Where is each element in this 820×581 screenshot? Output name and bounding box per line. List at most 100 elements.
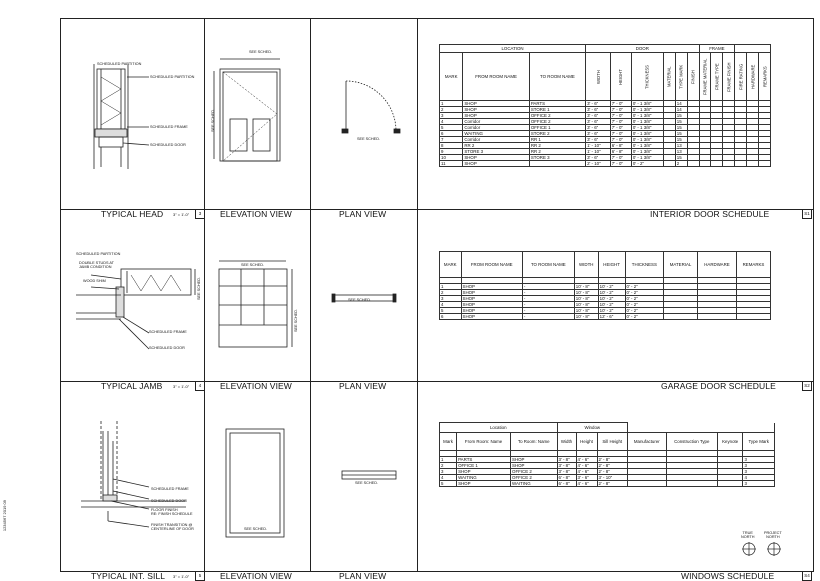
note-partition: SCHEDULED PARTITION [150, 75, 195, 79]
divider [61, 381, 813, 382]
garage-door-elevation [218, 260, 293, 348]
note-shim: WOOD SHIM [83, 279, 106, 283]
schedule-number: S2 [802, 381, 812, 391]
title-plan: PLAN VIEW [339, 571, 387, 581]
note-door-sill: SCHEDULED DOOR [151, 499, 187, 503]
column-header: FRAME FINISH [722, 52, 735, 101]
column-header: Keynote [716, 432, 744, 451]
note-frame: SCHEDULED FRAME [150, 125, 188, 129]
column-header: Sill Height [596, 432, 629, 451]
table-cell: SHOP [462, 160, 530, 167]
table-cell [710, 160, 724, 167]
garage-elev-dim-top: SEE SCHED. [241, 263, 264, 267]
scale-label: 3" = 1'-0" [173, 384, 190, 389]
garage-plan-dim: SEE SCHED. [348, 298, 371, 302]
table-cell: 4' - 6" [575, 480, 598, 487]
column-header: FRAME TYPE [710, 52, 723, 101]
table-cell: SHOP [456, 480, 512, 487]
window-plan [341, 470, 397, 480]
door-plan [341, 80, 401, 134]
note-door: SCHEDULED DOOR [150, 143, 186, 147]
detail-number: 3 [195, 209, 205, 219]
divider [204, 19, 205, 571]
group-location: LOCATION [438, 44, 587, 53]
detail-number: 4 [195, 381, 205, 391]
column-header: REMARKS [736, 251, 771, 278]
column-header: WIDTH [573, 251, 599, 278]
title-interior-door-schedule: INTERIOR DOOR SCHEDULE [650, 209, 770, 219]
table-cell: 3 [742, 480, 775, 487]
title-plan: PLAN VIEW [339, 209, 387, 219]
column-header: TO ROOM NAME [521, 251, 575, 278]
table-cell [758, 160, 771, 167]
table-cell: 10' - 8" [573, 313, 599, 320]
column-header: FROM ROOM NAME [460, 251, 523, 278]
note-studs: DOUBLE STUDS AT JAMB CONDITION [79, 261, 114, 270]
note-partition-jamb: SCHEDULED PARTITION [76, 252, 121, 256]
note-partition-top: SCHEDULED PARTITION [97, 62, 142, 66]
typical-head-detail [93, 64, 150, 169]
table-cell: 7' - 0" [609, 160, 632, 167]
table-cell: 2' - 10" [585, 160, 611, 167]
north-arrows [742, 542, 781, 556]
table-cell: WAITING [510, 480, 558, 487]
table-cell: 2' - 8" [596, 480, 629, 487]
sheet-id-label: 1234567 2019 09 [2, 500, 7, 532]
column-header: Mark [438, 432, 458, 451]
title-elevation: ELEVATION VIEW [220, 381, 292, 391]
title-typical-head: TYPICAL HEAD [101, 209, 164, 219]
true-north-label: TRUE NORTH [741, 531, 755, 540]
table-cell: 2 [674, 160, 688, 167]
title-elevation: ELEVATION VIEW [220, 571, 292, 581]
elev-dim-side: SEE SCHED. [211, 109, 215, 132]
column-header: TYPE MARK [675, 52, 688, 101]
door-elevation [213, 58, 281, 162]
note-frame-sill: SCHEDULED FRAME [151, 487, 189, 491]
column-header: HEIGHT [597, 251, 626, 278]
group-location: Location [439, 422, 558, 433]
column-header: FINISH [687, 52, 700, 101]
table-cell [734, 160, 748, 167]
column-header: WIDTH [585, 52, 611, 101]
table-cell [665, 480, 718, 487]
column-header: HEIGHT [610, 52, 632, 101]
table-cell: 5 [438, 480, 458, 487]
note-finish: FLOOR FINISH RE: FINISH SCHEDULE [151, 508, 193, 517]
note-transition: FINISH TRANSITION @ CENTERLINE OF DOOR [151, 523, 194, 532]
table-cell: 0' - 2" [630, 160, 664, 167]
column-header: MARK [439, 251, 462, 278]
typical-jamb-detail [76, 268, 196, 350]
table-cell: 12' - 6" [597, 313, 626, 320]
column-header: FIRE RATING [734, 52, 747, 101]
garage-door-plan [331, 293, 397, 303]
column-header: Construction Type [665, 432, 718, 451]
scale-label: 3" = 1'-0" [173, 574, 190, 579]
table-cell [736, 313, 771, 320]
schedule-number: S1 [802, 209, 812, 219]
title-plan: PLAN VIEW [339, 381, 387, 391]
column-header: THICKNESS [624, 251, 665, 278]
column-header: Manufacturer [627, 432, 667, 451]
note-frame-jamb: SCHEDULED FRAME [149, 330, 187, 334]
table-cell [528, 160, 587, 167]
column-header: HARDWARE [696, 251, 738, 278]
drawing-sheet: SCHEDULED PARTITION SCHEDULED PARTITION … [60, 18, 814, 581]
table-cell [746, 160, 759, 167]
column-header: Width [556, 432, 577, 451]
group-door: DOOR [585, 44, 700, 53]
table-cell: 11 [438, 160, 464, 167]
title-windows-schedule: WINDOWS SCHEDULE [681, 571, 775, 581]
column-header: FRAME MATERIAL [699, 52, 711, 101]
table-cell [716, 480, 744, 487]
window-plan-label: SEE SCHED. [355, 481, 378, 485]
